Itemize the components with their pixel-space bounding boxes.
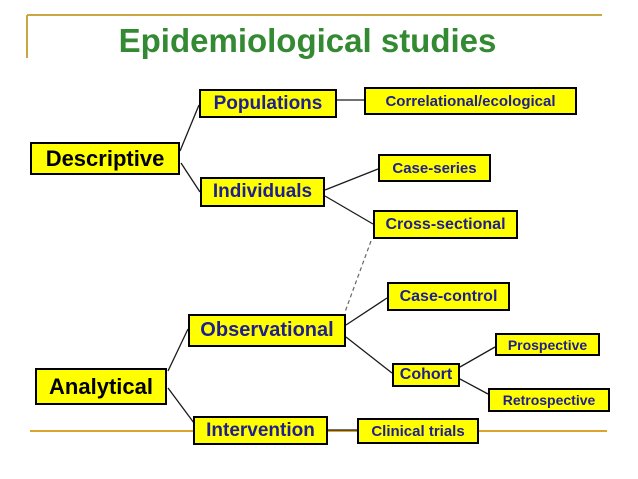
edge-analytical-observational bbox=[167, 328, 189, 372]
edges-group bbox=[167, 99, 496, 431]
edge-individuals-cross_sectional bbox=[324, 195, 374, 225]
edge-observational-case_control bbox=[345, 297, 388, 326]
node-case-series: Case-series bbox=[378, 154, 491, 182]
node-prospective: Prospective bbox=[495, 333, 600, 356]
edge-cross_sectional-observational bbox=[344, 240, 372, 313]
edge-cohort-prospective bbox=[459, 346, 496, 368]
edge-descriptive-individuals bbox=[180, 162, 201, 193]
node-clinical-trials: Clinical trials bbox=[357, 418, 479, 444]
node-intervention: Intervention bbox=[193, 416, 328, 445]
node-cross-sectional: Cross-sectional bbox=[373, 210, 518, 239]
edge-analytical-intervention bbox=[167, 387, 195, 424]
edge-cohort-retrospective bbox=[459, 378, 489, 395]
node-descriptive: Descriptive bbox=[30, 142, 180, 175]
node-cohort: Cohort bbox=[392, 363, 460, 387]
node-case-control: Case-control bbox=[387, 282, 510, 311]
node-correlational-ecological: Correlational/ecological bbox=[364, 87, 577, 115]
node-populations: Populations bbox=[199, 89, 337, 118]
node-observational: Observational bbox=[188, 314, 346, 347]
node-retrospective: Retrospective bbox=[488, 388, 610, 412]
edge-descriptive-populations bbox=[179, 104, 200, 152]
node-analytical: Analytical bbox=[35, 368, 167, 405]
node-individuals: Individuals bbox=[200, 177, 325, 207]
page-title: Epidemiological studies bbox=[118, 22, 497, 59]
edge-observational-cohort bbox=[345, 336, 393, 374]
edge-individuals-case_series bbox=[324, 168, 379, 191]
